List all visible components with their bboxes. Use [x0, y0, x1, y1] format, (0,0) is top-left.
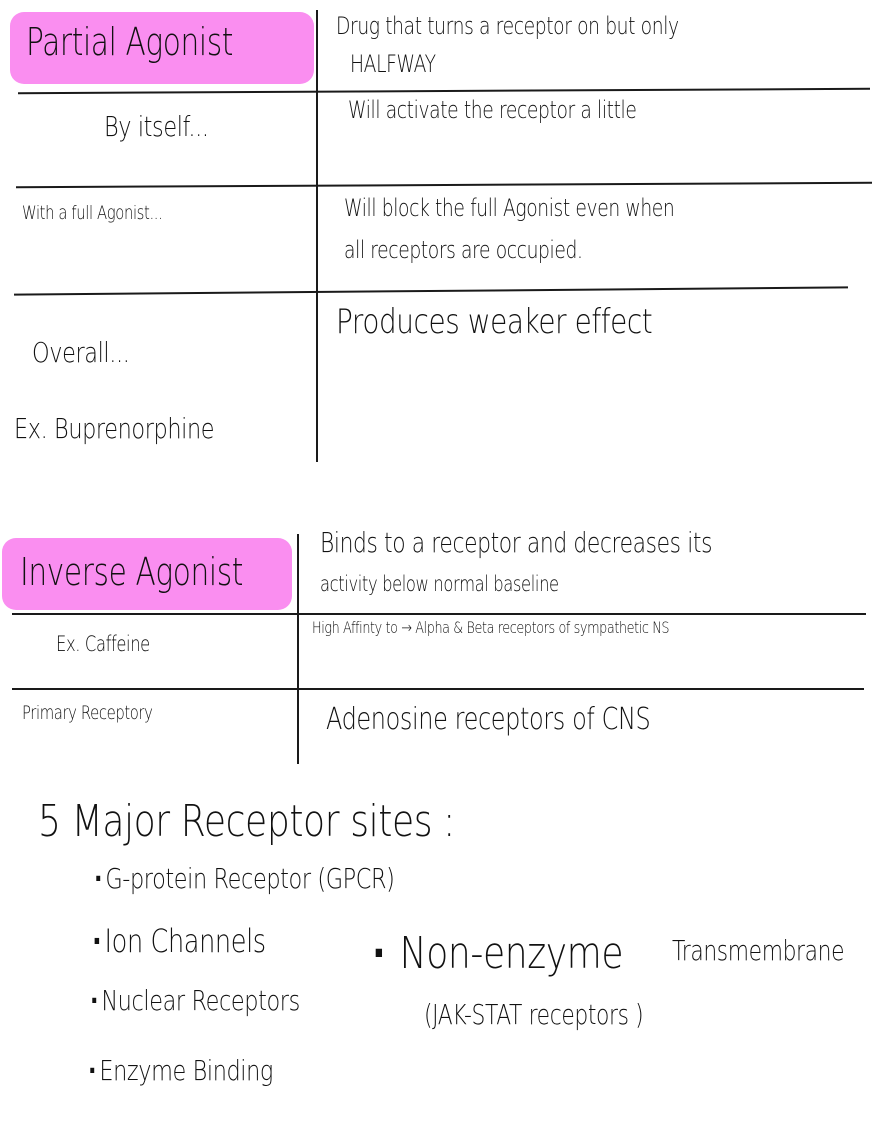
receptor-site-label: Enzyme Binding [99, 1054, 273, 1087]
partial-agonist-title: Partial Agonist [26, 20, 234, 64]
table-row-divider [12, 688, 864, 690]
receptor-site-label: G-protein Receptor (GPCR) [105, 862, 395, 895]
row-label-by-itself: By itself... [104, 110, 209, 143]
receptor-site-item: Nuclear Receptors [90, 984, 300, 1017]
non-enzyme-subtext: (JAK-STAT receptors ) [424, 998, 644, 1031]
row-label-primary-receptory: Primary Receptory [22, 702, 153, 724]
row-value-with-full-agonist-line1: Will block the full Agonist even when [344, 194, 675, 222]
inverse-agonist-definition-line1: Binds to a receptor and decreases its [320, 526, 713, 559]
table-row-divider [16, 181, 872, 188]
receptor-site-item: Enzyme Binding [88, 1054, 273, 1087]
partial-agonist-definition-line2: HALFWAY [350, 50, 436, 78]
example-buprenorphine: Ex. Buprenorphine [14, 412, 215, 445]
inverse-agonist-title: Inverse Agonist [20, 550, 244, 594]
non-enzyme-suffix: Transmembrane [672, 934, 845, 967]
row-value-with-full-agonist-line2: all receptors are occupied. [344, 236, 583, 264]
row-label-caffeine: Ex. Caffeine [56, 632, 150, 656]
row-value-primary-receptory: Adenosine receptors of CNS [326, 702, 651, 737]
row-label-with-full-agonist: With a full Agonist... [22, 202, 163, 224]
receptor-site-label: Ion Channels [104, 922, 267, 960]
row-value-by-itself: Will activate the receptor a little [348, 96, 637, 124]
title-highlight [10, 12, 314, 84]
table-divider-vertical [316, 10, 318, 462]
row-value-overall: Produces weaker effect [336, 302, 653, 342]
row-value-caffeine: High Affinty to → Alpha & Beta receptors… [312, 618, 670, 637]
receptor-sites-heading: 5 Major Receptor sites : [38, 796, 455, 847]
inverse-agonist-definition-line2: activity below normal baseline [320, 572, 559, 596]
row-label-overall: Overall... [32, 336, 130, 369]
receptor-site-item: G-protein Receptor (GPCR) [94, 862, 395, 895]
table-row-divider [18, 87, 870, 94]
table-row-divider [12, 613, 866, 615]
non-enzyme-label: Non-enzyme [399, 928, 624, 979]
receptor-site-label: Nuclear Receptors [101, 984, 300, 1017]
table-divider-vertical [297, 534, 299, 764]
non-enzyme-item: Non-enzyme [372, 928, 624, 979]
title-highlight [2, 538, 292, 610]
partial-agonist-definition-line1: Drug that turns a receptor on but only [336, 12, 679, 40]
table-row-divider [14, 286, 848, 296]
receptor-site-item: Ion Channels [92, 922, 267, 960]
